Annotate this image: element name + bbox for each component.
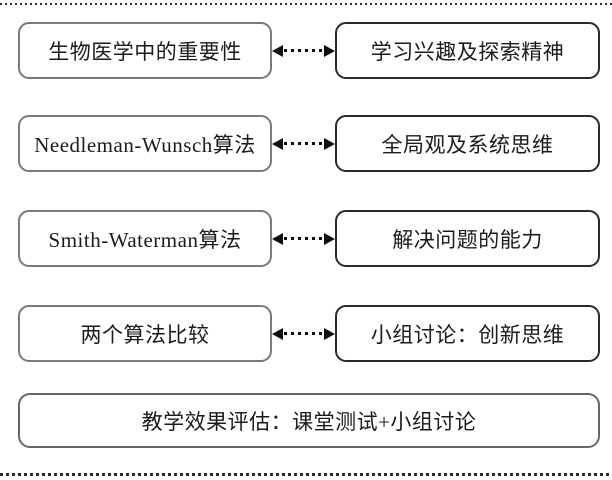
outcome-box-problem-solving: 解决问题的能力 xyxy=(335,210,600,267)
content-box-smith-waterman: Smith-Waterman算法 xyxy=(18,210,272,267)
flow-row-needleman-wunsch: Needleman-Wunsch算法 全局观及系统思维 xyxy=(0,115,612,172)
outcome-box-global-systems-thinking: 全局观及系统思维 xyxy=(335,115,600,172)
box-label: 解决问题的能力 xyxy=(392,227,543,252)
dotted-line xyxy=(284,142,323,145)
content-box-needleman-wunsch: Needleman-Wunsch算法 xyxy=(18,115,272,172)
double-headed-dotted-arrow-icon xyxy=(272,210,335,267)
dotted-line xyxy=(284,237,323,240)
dotted-line xyxy=(284,332,323,335)
content-box-algorithm-comparison: 两个算法比较 xyxy=(18,305,272,362)
box-label: 全局观及系统思维 xyxy=(381,132,554,157)
arrowhead-left-icon xyxy=(272,44,283,57)
arrowhead-right-icon xyxy=(324,327,335,340)
box-label: Needleman-Wunsch算法 xyxy=(34,132,256,157)
arrowhead-right-icon xyxy=(324,44,335,57)
arrowhead-left-icon xyxy=(272,232,283,245)
box-label: 学习兴趣及探索精神 xyxy=(370,39,565,64)
arrowhead-right-icon xyxy=(324,232,335,245)
top-dotted-rule xyxy=(0,3,612,5)
content-box-biomedical-importance: 生物医学中的重要性 xyxy=(18,22,272,79)
box-label: Smith-Waterman算法 xyxy=(48,227,242,252)
arrowhead-left-icon xyxy=(272,137,283,150)
flow-row-algorithm-comparison: 两个算法比较 小组讨论：创新思维 xyxy=(0,305,612,362)
double-headed-dotted-arrow-icon xyxy=(272,22,335,79)
footer-label: 教学效果评估：课堂测试+小组讨论 xyxy=(141,409,477,434)
double-headed-dotted-arrow-icon xyxy=(272,305,335,362)
double-headed-dotted-arrow-icon xyxy=(272,115,335,172)
arrowhead-right-icon xyxy=(324,137,335,150)
outcome-box-group-discussion-innovation: 小组讨论：创新思维 xyxy=(335,305,600,362)
flow-row-importance: 生物医学中的重要性 学习兴趣及探索精神 xyxy=(0,22,612,79)
flow-row-smith-waterman: Smith-Waterman算法 解决问题的能力 xyxy=(0,210,612,267)
footer-box-teaching-assessment: 教学效果评估：课堂测试+小组讨论 xyxy=(18,393,600,448)
box-label: 生物医学中的重要性 xyxy=(48,39,242,64)
box-label: 小组讨论：创新思维 xyxy=(370,322,565,347)
dotted-line xyxy=(284,49,323,52)
box-label: 两个算法比较 xyxy=(80,322,210,347)
outcome-box-learning-interest: 学习兴趣及探索精神 xyxy=(335,22,600,79)
arrowhead-left-icon xyxy=(272,327,283,340)
bottom-dotted-rule xyxy=(0,473,612,476)
